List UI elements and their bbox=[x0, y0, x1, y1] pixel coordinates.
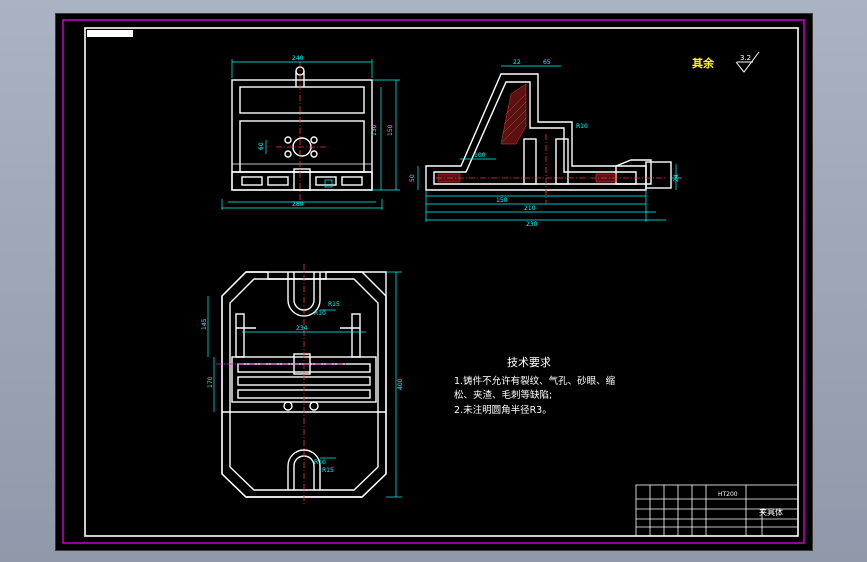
dim-side-bottom2: 210 bbox=[524, 205, 536, 212]
inner-border bbox=[84, 27, 799, 537]
cad-drawing-viewport[interactable]: 其余 3.2 bbox=[55, 13, 813, 551]
front-view-dimensions bbox=[221, 59, 400, 210]
plan-view bbox=[221, 271, 387, 498]
dim-side-top1: 22 bbox=[513, 59, 521, 66]
title-block bbox=[635, 484, 799, 537]
dim-side-r10: R10 bbox=[576, 123, 588, 130]
drawing-frame bbox=[62, 19, 805, 544]
side-view-labels: 22 65 R10 100 50 150 210 230 24 bbox=[409, 59, 680, 228]
title-block-material: HT200 bbox=[718, 491, 738, 498]
dim-front-small: 60 bbox=[258, 142, 265, 150]
title-block-part-name: 夹具体 bbox=[759, 507, 783, 517]
dim-side-bottom1: 150 bbox=[496, 197, 508, 204]
plan-view-dimensions bbox=[207, 271, 402, 498]
roughness-check-icon bbox=[735, 51, 760, 73]
tech-req-title: 技术要求 bbox=[507, 356, 551, 369]
dim-plan-r10-bottom: R10 bbox=[314, 459, 326, 466]
front-view-centerlines bbox=[276, 62, 328, 204]
dim-side-bottom3: 230 bbox=[526, 221, 538, 228]
title-block-text: HT200 夹具体 bbox=[718, 491, 783, 517]
dim-front-bottom: 280 bbox=[292, 201, 304, 208]
roughness-label: 其余 bbox=[692, 56, 715, 70]
tech-req-line1: 1.铸件不允许有裂纹、气孔、砂眼、缩 bbox=[454, 375, 616, 387]
side-view-dimensions bbox=[417, 65, 682, 222]
dim-front-top: 240 bbox=[292, 55, 304, 62]
tech-req-line3: 2.未注明圆角半径R3。 bbox=[454, 404, 552, 416]
dim-side-top2: 65 bbox=[543, 59, 551, 66]
dim-side-right: 24 bbox=[673, 174, 680, 182]
dim-plan-width: 234 bbox=[296, 325, 308, 332]
side-view-hatching bbox=[437, 83, 617, 183]
dim-plan-r15-top: R15 bbox=[328, 301, 340, 308]
dim-plan-r10-top: R10 bbox=[314, 310, 326, 317]
roughness-symbol: 其余 3.2 bbox=[692, 51, 760, 73]
plan-view-labels: R10 R15 234 145 170 400 R10 R15 bbox=[201, 301, 404, 474]
tech-req-line2: 松、夹渣、毛刺等缺陷; bbox=[454, 389, 552, 401]
roughness-value: 3.2 bbox=[740, 54, 751, 62]
dim-front-height-outer: 150 bbox=[387, 124, 394, 136]
front-view-labels: 240 280 130 150 60 bbox=[258, 55, 394, 208]
dim-front-height-inner: 130 bbox=[371, 124, 378, 136]
dim-plan-total: 400 bbox=[397, 378, 404, 390]
side-view bbox=[425, 73, 672, 191]
dim-plan-h2: 170 bbox=[207, 376, 214, 388]
dim-plan-h1: 145 bbox=[201, 318, 208, 330]
drawing-canvas: 其余 3.2 bbox=[62, 19, 805, 544]
dim-side-width: 100 bbox=[474, 152, 486, 159]
technical-requirements: 技术要求 1.铸件不允许有裂纹、气孔、砂眼、缩 松、夹渣、毛刺等缺陷; 2.未注… bbox=[454, 356, 616, 416]
front-view bbox=[231, 66, 373, 191]
side-view-centerlines bbox=[436, 134, 666, 204]
dim-plan-r15-bottom: R15 bbox=[322, 467, 334, 474]
plan-view-centerlines bbox=[216, 264, 346, 504]
dim-side-height: 50 bbox=[409, 174, 416, 182]
corner-mark bbox=[87, 30, 133, 37]
